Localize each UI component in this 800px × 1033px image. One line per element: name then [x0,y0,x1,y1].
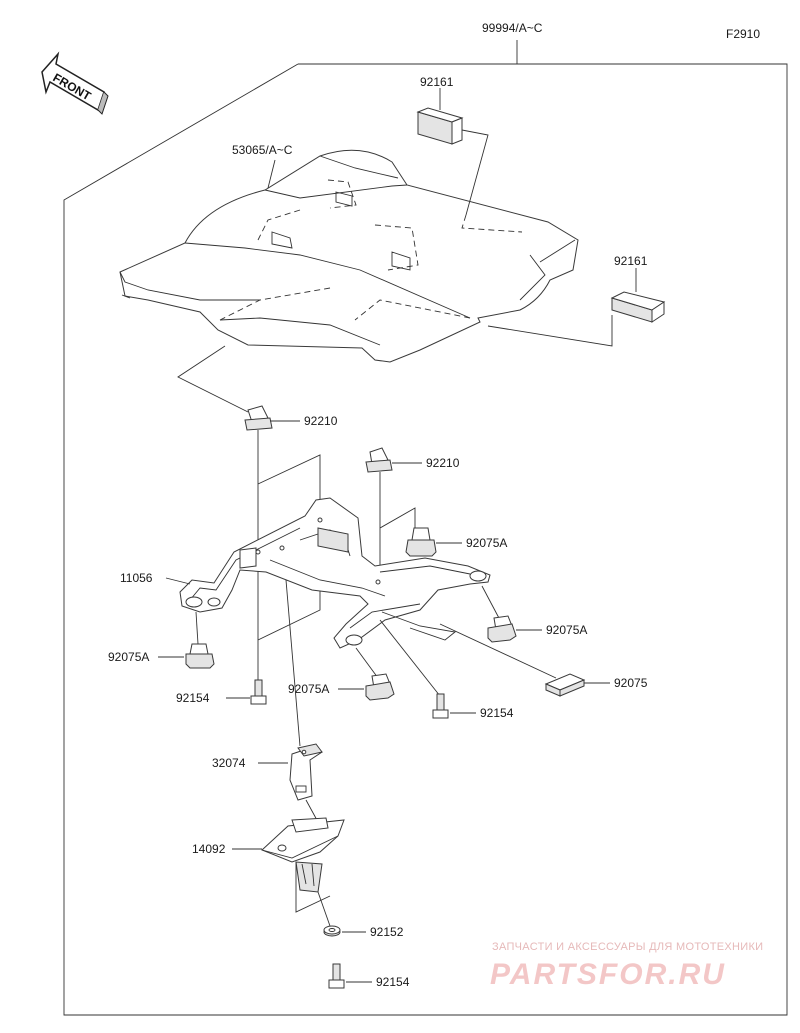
seat-cover-leader [267,159,276,189]
rubber-pad-guide [439,623,557,679]
bracket-leader [165,577,191,585]
figure-code: F2910 [726,27,760,41]
rubber-pad-part [544,673,586,697]
seat-cover-label: 53065/A~C [232,143,293,157]
pad-part-top [416,107,464,145]
damper-center-guide [355,647,379,679]
damper-left-guide [195,611,199,645]
stay-part [289,743,323,801]
pad-top-label: 92161 [420,75,454,89]
damper-right-mid-label: 92075A [546,623,587,637]
nut-part-left [244,405,273,431]
damper-part-right-top [405,527,437,557]
stay-label: 32074 [212,756,246,770]
nut-left-label: 92210 [304,414,338,428]
assembly-label: 99994/A~C [482,21,543,35]
pad-part-right [610,291,666,323]
pad-top-guide [461,129,489,216]
rubber-pad-label: 92075 [614,676,648,690]
bracket-part [179,497,491,649]
seat-nut-guide [177,345,249,413]
seat-cover-part [119,149,579,363]
damper-part-left [185,643,215,669]
damper-right-mid-guide [481,585,501,621]
bolt-left-label: 92154 [176,691,210,705]
damper-part-center [365,673,395,701]
bolt-right-label: 92154 [480,706,514,720]
bolt-part-bottom [328,963,345,989]
nut-right-label: 92210 [426,456,460,470]
washer-guide [317,891,331,927]
damper-part-right-mid [487,615,517,643]
nut-part-right [365,447,393,473]
damper-right-top-label: 92075A [466,536,507,550]
watermark-caption: ЗАПЧАСТИ И АКСЕССУАРЫ ДЛЯ МОТОТЕХНИКИ [492,941,763,953]
pad-right-guide [487,315,613,347]
bolt-part-left [250,679,267,705]
holder-label: 14092 [192,842,226,856]
damper-left-label: 92075A [108,650,149,664]
front-arrow-icon: FRONT [41,51,109,115]
washer-part [323,925,341,937]
pad-right-label: 92161 [614,254,648,268]
holder-bounds [295,862,331,913]
pad-top-guide-hidden [461,214,523,233]
bolt-part-right [432,693,449,719]
assembly-frame [63,40,788,1016]
bolt-bottom-label: 92154 [376,975,410,989]
damper-center-label: 92075A [288,682,329,696]
watermark-brand: PARTSFOR.RU [490,958,726,991]
damper-right-top-guide [379,507,416,529]
bolt-right-guide [379,619,441,697]
bracket-label: 11056 [120,571,153,585]
holder-part [261,817,345,893]
stay-guide [285,579,301,747]
washer-label: 92152 [370,925,404,939]
